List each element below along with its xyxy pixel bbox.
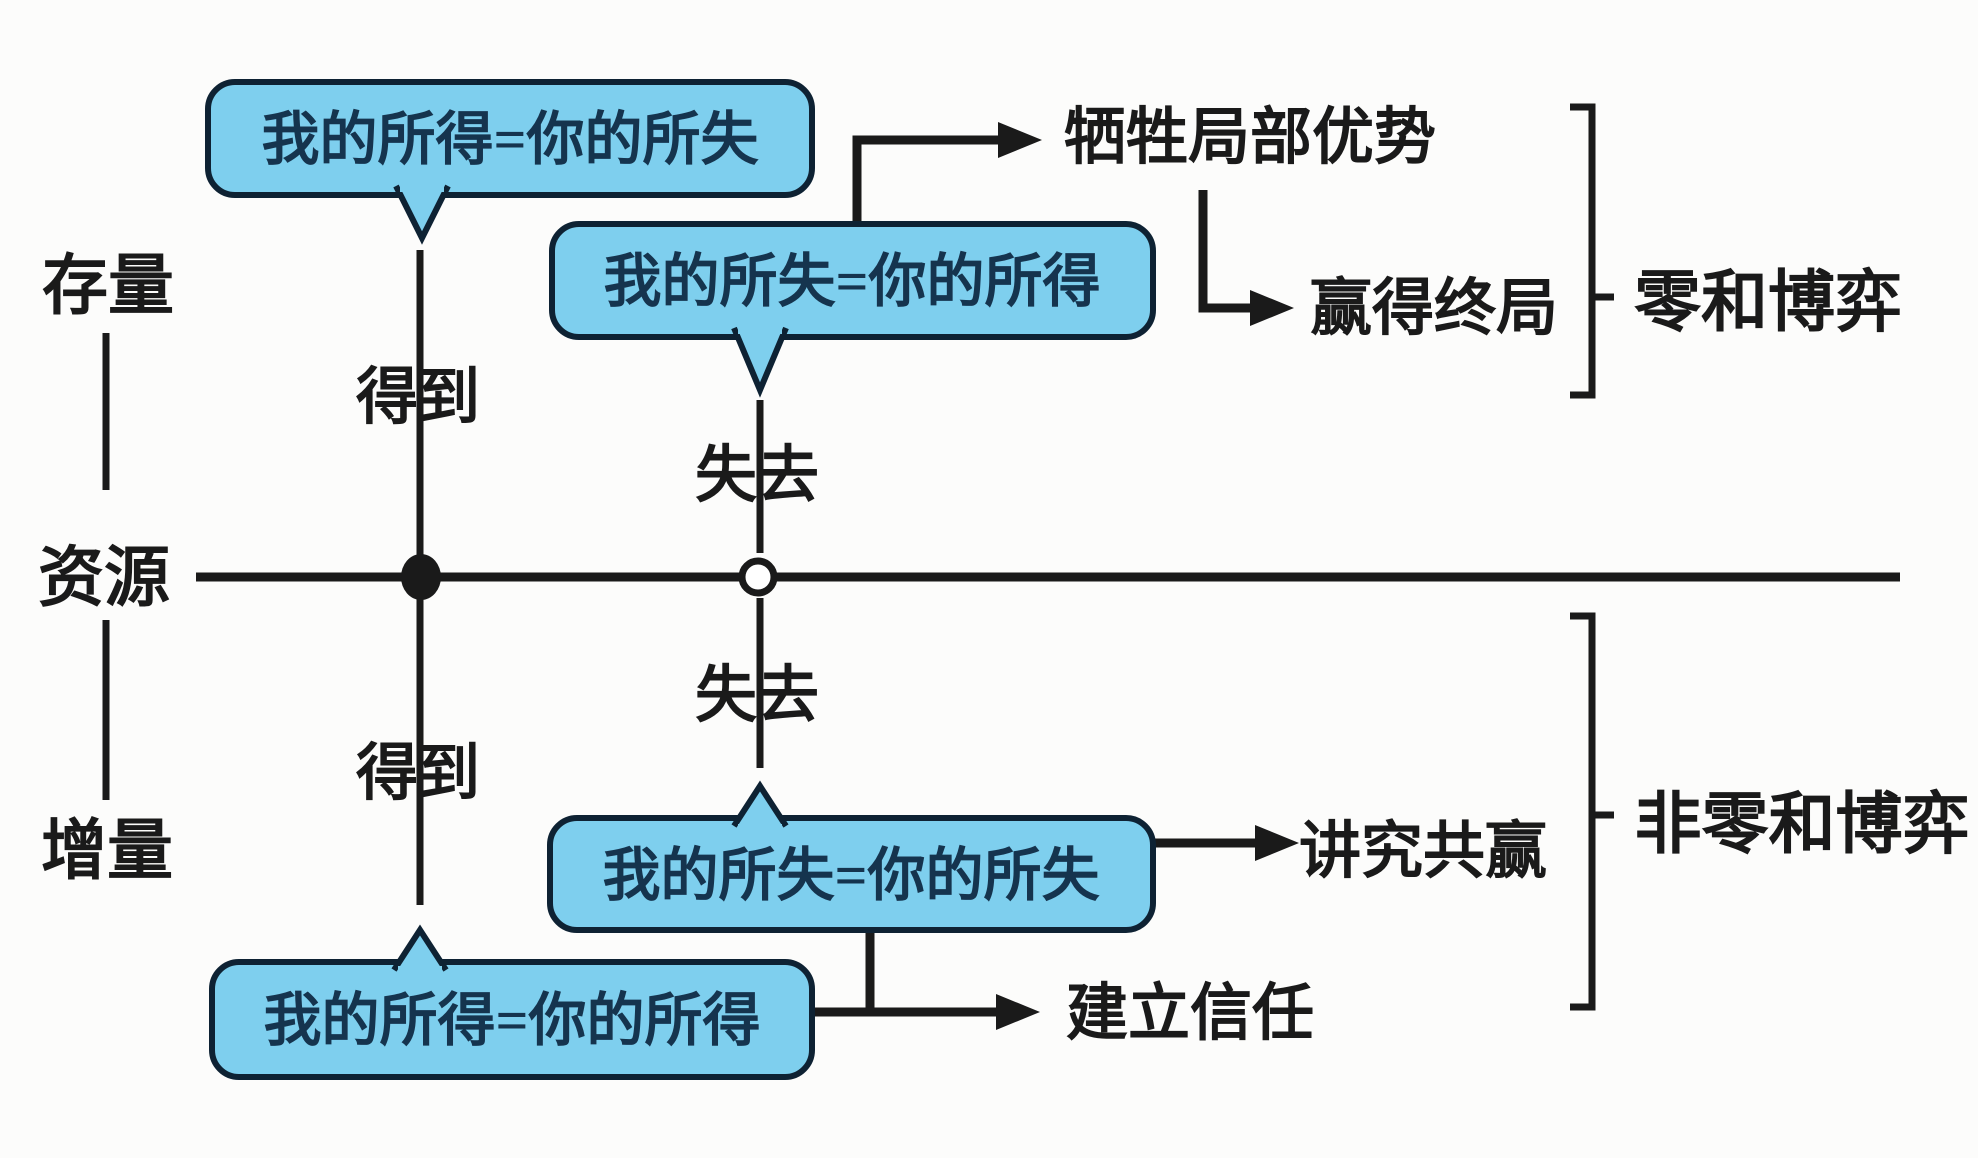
bubble-bottom-left-text: 我的所得=你的所得 bbox=[263, 988, 760, 1053]
bubble-bottom-left-tail bbox=[391, 924, 449, 972]
win-endgame-label: 赢得终局 bbox=[1310, 274, 1558, 343]
bubble-top-right-tail bbox=[731, 326, 789, 398]
gain-bottom-label: 得到 bbox=[356, 739, 480, 808]
connector-lines bbox=[102, 103, 1900, 1017]
lose-top-label: 失去 bbox=[695, 442, 819, 510]
non-zero-sum-bracket-icon bbox=[1570, 612, 1596, 1011]
filled-node-icon bbox=[401, 554, 441, 600]
bubble-top-right-text: 我的所失=你的所得 bbox=[603, 249, 1100, 314]
bubble-bottom-right-text: 我的所失=你的所失 bbox=[602, 843, 1100, 908]
gain-top-label: 得到 bbox=[356, 363, 480, 432]
bubble-top-right bbox=[549, 221, 1156, 340]
open-node-icon bbox=[738, 557, 778, 597]
bubble-bottom-left bbox=[209, 959, 815, 1080]
arrow-right-icon bbox=[998, 122, 1042, 158]
resource-label: 资源 bbox=[38, 542, 170, 615]
increment-label: 增量 bbox=[41, 815, 173, 888]
speech-bubbles bbox=[205, 79, 1156, 1080]
bubble-top-left bbox=[205, 79, 815, 198]
non-zero-sum-label: 非零和博弈 bbox=[1635, 788, 1970, 862]
zero-sum-label: 零和博弈 bbox=[1634, 266, 1902, 340]
bubble-bottom-right-tail bbox=[731, 780, 789, 828]
zero-sum-bracket-icon bbox=[1570, 103, 1596, 399]
bubble-bottom-right bbox=[547, 815, 1156, 933]
tail-base-patch bbox=[738, 824, 782, 836]
tail-base-patch bbox=[738, 320, 782, 334]
diagram-labels: 存量 资源 增量 得到 失去 失去 得到 我的所得=你的所失 我的所失=你的所得… bbox=[38, 103, 1970, 1053]
win-win-label: 讲究共赢 bbox=[1299, 817, 1547, 886]
arrow-right-icon bbox=[996, 994, 1040, 1030]
arrowheads bbox=[996, 122, 1299, 1030]
arrow-right-icon bbox=[1255, 825, 1299, 861]
sacrifice-elbow-connector bbox=[852, 135, 1002, 222]
bubble-top-left-text: 我的所得=你的所失 bbox=[261, 107, 759, 172]
arrow-right-icon bbox=[1250, 290, 1294, 326]
bubble-top-left-tail bbox=[393, 184, 451, 245]
lose-bottom-label: 失去 bbox=[695, 662, 819, 730]
build-trust-label: 建立信任 bbox=[1066, 979, 1314, 1048]
endgame-elbow-connector bbox=[1198, 190, 1254, 313]
sacrifice-local-label: 牺牲局部优势 bbox=[1064, 103, 1436, 172]
stock-label: 存量 bbox=[42, 250, 174, 323]
tail-base-patch bbox=[398, 966, 442, 978]
tail-base-patch bbox=[400, 178, 444, 192]
